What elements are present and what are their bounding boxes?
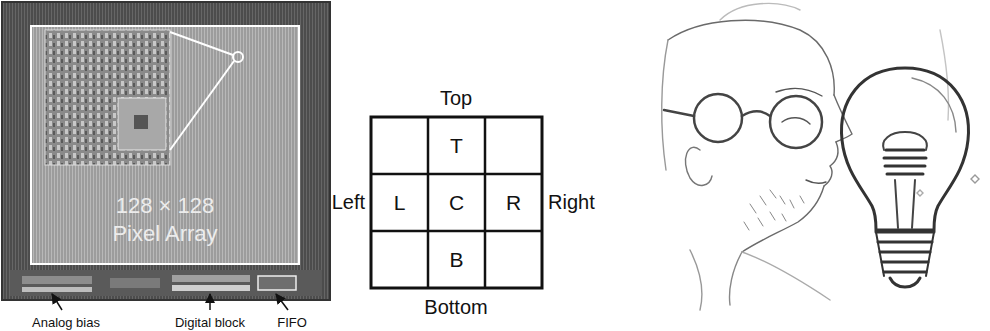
cell-letter: T [450, 135, 463, 156]
cell-letter: R [506, 192, 521, 213]
side-label: Bottom [424, 296, 487, 319]
cell-letter: B [449, 249, 463, 270]
pixel-array-region: 128 × 128 Pixel Array [30, 25, 300, 265]
edge-sketch [662, 3, 979, 310]
neighbour-cell: C [428, 174, 485, 231]
region-label: 128 × 128 Pixel Array [95, 192, 235, 249]
part-label: FIFO [277, 315, 307, 330]
neighbour-cell: T [428, 117, 485, 174]
neighbour-cell: L [371, 174, 428, 231]
side-label: Top [440, 87, 472, 110]
cell-letter: L [394, 192, 406, 213]
cell-letter: C [449, 192, 464, 213]
neighbour-cell: B [428, 231, 485, 288]
side-label: Left [332, 191, 365, 214]
side-label: Right [548, 191, 595, 214]
neighbour-cell: R [485, 174, 542, 231]
part-label: Digital block [175, 315, 245, 330]
leader-arrows [52, 294, 288, 310]
part-label: Analog bias [32, 315, 100, 330]
neighbourhood-grid [371, 117, 542, 288]
chip-micrograph [2, 2, 330, 300]
